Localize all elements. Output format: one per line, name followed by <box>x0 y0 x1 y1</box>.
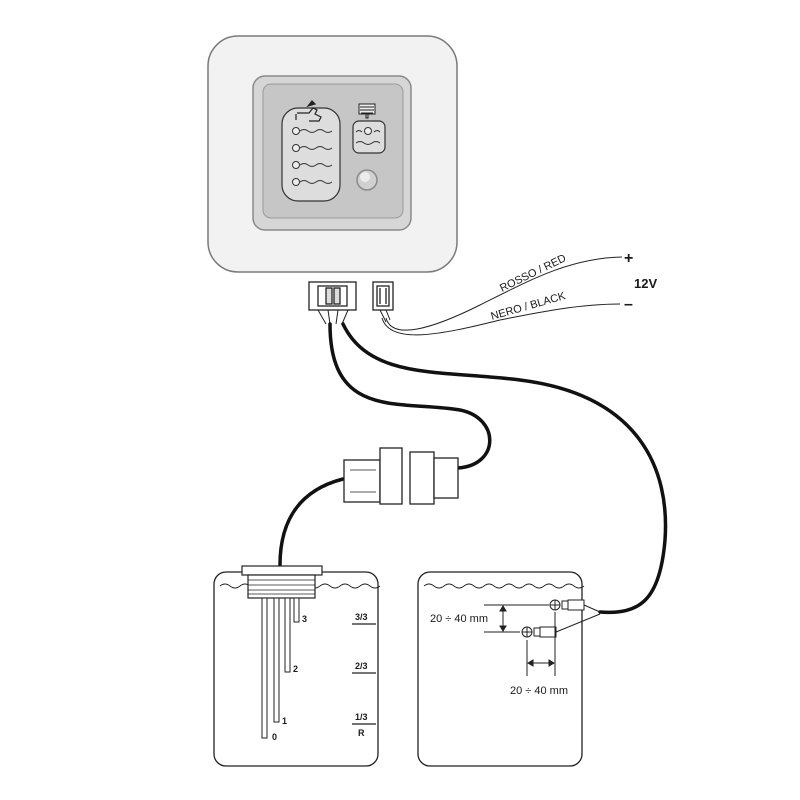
probe-rods <box>261 597 300 739</box>
waste-water-indicator <box>352 120 386 154</box>
electrode-wires <box>555 604 601 633</box>
voltage-label: 12V <box>634 276 657 291</box>
tap-icon <box>295 100 322 122</box>
red-wire <box>385 256 623 331</box>
connector-wire-stubs <box>317 309 391 325</box>
waste-tank-water-surface <box>423 583 585 589</box>
fresh-tank-cable-upper <box>328 322 492 470</box>
vertical-dimension <box>484 604 549 633</box>
waste-tank-cable <box>341 322 668 615</box>
level-mark-3-3: 3/3 <box>355 612 368 622</box>
probe-flange <box>241 565 323 576</box>
fresh-water-indicator <box>281 107 341 202</box>
level-led-3 <box>292 127 300 135</box>
probe-cables <box>278 322 668 615</box>
waste-tank-icon <box>358 103 376 119</box>
control-panel <box>207 35 458 273</box>
negative-terminal: – <box>624 296 633 313</box>
level-led-2 <box>292 144 300 152</box>
probe-rod-2 <box>284 597 291 673</box>
level-mark-1-3: 1/3 <box>355 712 368 722</box>
black-wire <box>381 303 621 336</box>
level-led-0 <box>292 178 300 186</box>
waste-water-tank: 20 ÷ 40 mm 20 ÷ 40 mm <box>417 571 601 767</box>
level-mark-2-3: 2/3 <box>355 661 368 671</box>
red-wire-label: ROSSO / RED <box>498 252 568 294</box>
horizontal-dimension <box>526 612 556 676</box>
probe-thread <box>247 574 316 599</box>
inline-connector <box>343 447 459 505</box>
power-wires <box>381 256 623 336</box>
positive-terminal: + <box>624 250 633 267</box>
probe-connector <box>308 281 357 311</box>
vertical-distance-label: 20 ÷ 40 mm <box>430 613 488 625</box>
level-mark-lines <box>352 623 376 725</box>
fresh-water-level-leds <box>292 127 333 186</box>
waste-electrode-upper <box>549 599 585 611</box>
probe-number-0: 0 <box>272 732 277 742</box>
probe-number-1: 1 <box>282 716 287 726</box>
waste-tank-body <box>417 571 583 767</box>
reserve-mark: R <box>358 728 365 738</box>
waste-wave-1 <box>355 130 381 133</box>
probe-number-2: 2 <box>293 664 298 674</box>
level-led-1 <box>292 161 300 169</box>
probe-rod-1 <box>273 597 280 723</box>
test-button-highlight <box>360 172 370 182</box>
waste-led <box>364 127 372 135</box>
fresh-tank-cable-lower <box>278 477 345 567</box>
power-connector <box>372 281 394 311</box>
fresh-water-tank: 3 2 1 0 3/3 2/3 1/3 R <box>213 565 381 767</box>
probe-rod-0 <box>261 597 268 739</box>
probe-number-3: 3 <box>302 614 307 624</box>
probe-thread-lines <box>248 579 315 595</box>
horizontal-distance-label: 20 ÷ 40 mm <box>510 685 568 697</box>
waste-wave-2 <box>355 141 381 145</box>
probe-rod-3 <box>293 597 300 623</box>
waste-electrode-lower <box>521 626 557 638</box>
